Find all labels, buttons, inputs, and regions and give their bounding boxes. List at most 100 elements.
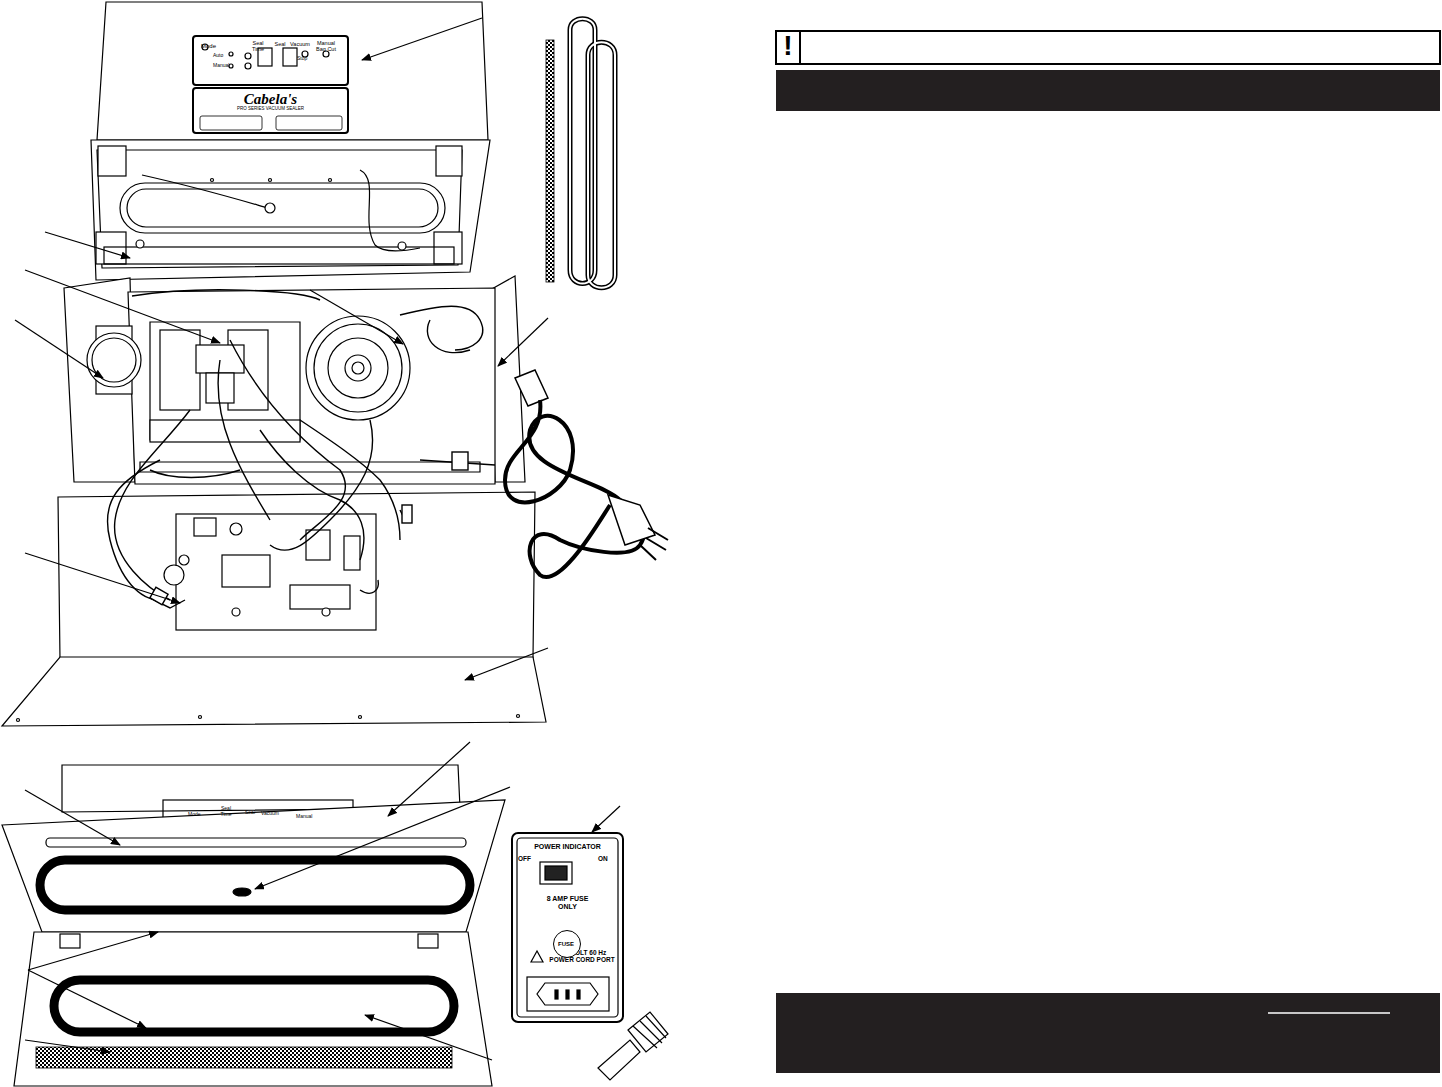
line-art bbox=[28, 970, 146, 1028]
top-unit bbox=[91, 2, 490, 280]
line-art bbox=[160, 330, 200, 410]
line-art bbox=[328, 338, 388, 398]
line-art bbox=[97, 2, 488, 140]
part-label: Seal Time bbox=[218, 806, 234, 817]
line-art bbox=[512, 833, 623, 1022]
line-art bbox=[400, 306, 483, 350]
line-art bbox=[515, 370, 548, 406]
node-text: 8 AMP FUSE ONLY bbox=[537, 895, 598, 910]
node-text: Mode bbox=[201, 43, 221, 50]
line-art bbox=[97, 150, 462, 268]
line-art bbox=[40, 860, 470, 910]
line-art bbox=[566, 990, 569, 999]
part-label: Vacuum bbox=[258, 811, 282, 817]
line-art bbox=[60, 934, 80, 948]
line-art bbox=[776, 993, 1440, 1073]
open-lid bbox=[2, 765, 505, 1086]
line-art bbox=[120, 183, 445, 233]
line-art bbox=[255, 787, 510, 889]
line-art bbox=[344, 536, 360, 570]
line-art bbox=[531, 951, 543, 962]
line-art bbox=[517, 838, 618, 1017]
line-art bbox=[211, 179, 214, 182]
line-art bbox=[98, 146, 126, 176]
line-art bbox=[14, 932, 492, 1086]
line-art bbox=[196, 345, 244, 373]
line-art bbox=[306, 530, 330, 560]
line-art bbox=[25, 1040, 110, 1052]
line-art bbox=[58, 492, 535, 660]
line-art bbox=[107, 460, 160, 600]
line-art bbox=[233, 888, 251, 896]
line-art bbox=[555, 990, 558, 999]
line-art bbox=[45, 232, 130, 258]
power-panel: POWER INDICATOROFFON8 AMP FUSE ONLY120-V… bbox=[512, 833, 623, 1022]
line-art bbox=[115, 410, 190, 600]
node-text: Cabela's bbox=[213, 91, 328, 108]
line-art bbox=[540, 862, 572, 884]
line-art bbox=[269, 179, 272, 182]
line-art bbox=[260, 430, 364, 560]
line-art bbox=[25, 790, 120, 845]
line-art bbox=[28, 932, 158, 970]
line-art bbox=[150, 470, 240, 478]
part-label: Manual bbox=[296, 814, 320, 820]
line-art bbox=[776, 31, 800, 64]
power-cord bbox=[505, 370, 668, 577]
power-panel-art bbox=[512, 833, 623, 1022]
line-art bbox=[436, 146, 462, 176]
line-art bbox=[245, 53, 251, 59]
line-art bbox=[359, 716, 362, 719]
line-art bbox=[15, 320, 103, 378]
line-art bbox=[300, 420, 400, 540]
line-art bbox=[418, 934, 438, 948]
line-art bbox=[91, 140, 490, 280]
node-text: Vacuum bbox=[288, 41, 312, 47]
node-text: FUSE bbox=[554, 941, 578, 948]
line-art bbox=[232, 608, 240, 616]
line-art bbox=[46, 838, 466, 847]
line-art bbox=[537, 983, 598, 1005]
part-label: Seal bbox=[242, 810, 258, 816]
node-text: POWER INDICATOR bbox=[516, 843, 619, 851]
line-art bbox=[527, 977, 609, 1011]
logo-panel: Cabela'sPRO SERIES VACUUM SEALER bbox=[193, 88, 348, 133]
line-art bbox=[427, 320, 470, 353]
line-art bbox=[265, 203, 275, 213]
wiring bbox=[107, 290, 495, 608]
line-art bbox=[517, 715, 520, 718]
line-art bbox=[229, 64, 233, 68]
line-art bbox=[270, 420, 373, 550]
line-art bbox=[498, 318, 548, 366]
line-art bbox=[776, 31, 1440, 64]
hose-and-gasket bbox=[546, 19, 615, 288]
node-text: OFF bbox=[518, 855, 538, 862]
line-art bbox=[598, 1040, 640, 1080]
line-art bbox=[193, 88, 348, 133]
line-art bbox=[577, 990, 580, 999]
line-art bbox=[545, 866, 567, 880]
node-text: Seal bbox=[272, 41, 288, 47]
line-art bbox=[164, 565, 184, 585]
line-art bbox=[193, 36, 348, 85]
line-art bbox=[640, 528, 668, 560]
line-art bbox=[199, 716, 202, 719]
line-art bbox=[388, 742, 470, 816]
line-art bbox=[200, 116, 262, 130]
node-text: Manual Bag Cut bbox=[313, 40, 339, 52]
line-art bbox=[505, 400, 644, 577]
line-art bbox=[132, 290, 320, 300]
line-art bbox=[592, 806, 620, 832]
line-art bbox=[218, 360, 270, 520]
line-art bbox=[352, 362, 364, 374]
line-art bbox=[310, 290, 403, 344]
line-art bbox=[54, 980, 454, 1032]
line-art bbox=[127, 189, 438, 227]
line-art bbox=[465, 648, 548, 680]
line-art bbox=[25, 553, 180, 603]
line-art bbox=[588, 42, 615, 288]
line-art bbox=[176, 514, 376, 630]
line-art bbox=[140, 462, 480, 472]
line-art bbox=[194, 518, 216, 536]
